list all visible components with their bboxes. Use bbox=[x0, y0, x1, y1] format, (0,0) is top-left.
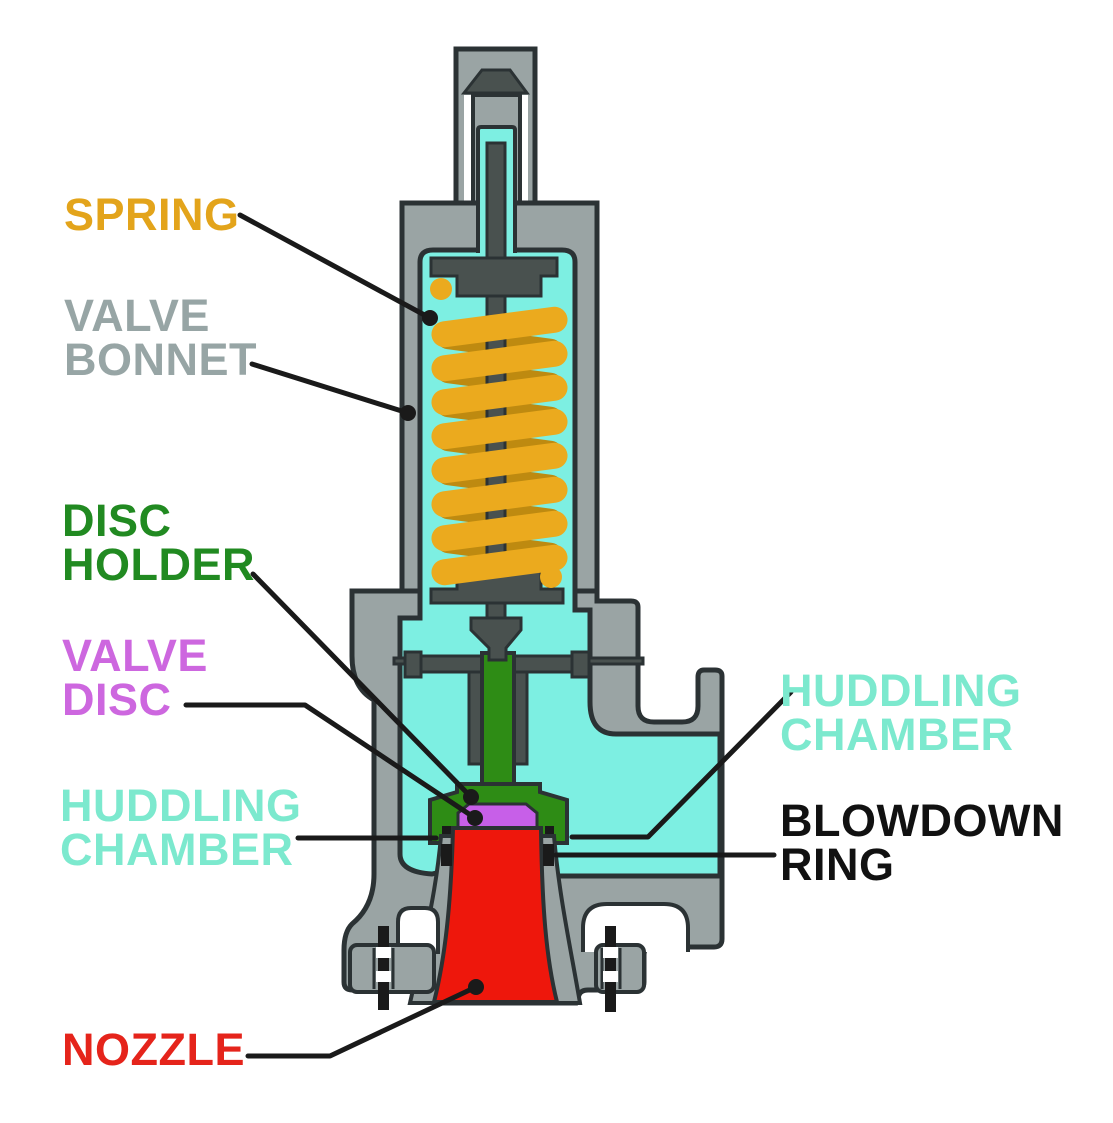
spring-top-plate bbox=[429, 256, 559, 298]
leader-valve-disc bbox=[183, 702, 478, 821]
bolt-gap bbox=[603, 971, 618, 982]
label-text: RING bbox=[780, 839, 895, 890]
leader-nozzle bbox=[245, 984, 479, 1059]
label-text: DISC bbox=[62, 495, 172, 546]
spring-front-coil bbox=[431, 306, 568, 348]
leader-spring bbox=[237, 212, 433, 321]
label-text: HOLDER bbox=[62, 539, 255, 590]
spring-front-coil bbox=[431, 544, 568, 586]
seat-notch-right bbox=[545, 826, 554, 835]
label-text: VALVE bbox=[64, 290, 210, 341]
leader-valve-bonnet bbox=[249, 361, 411, 416]
leader-disc-holder bbox=[250, 571, 474, 800]
valve-spindle bbox=[485, 141, 507, 622]
blowdown-ring-right bbox=[543, 844, 554, 866]
label-text: CHAMBER bbox=[60, 824, 294, 875]
disc-holder-stem bbox=[480, 651, 516, 793]
leader-huddling-right bbox=[569, 689, 794, 840]
lower-internals-group bbox=[348, 616, 690, 1012]
bolt-gap bbox=[376, 971, 391, 982]
guide-block-left bbox=[403, 650, 423, 679]
stud-bolt-right bbox=[603, 926, 618, 1012]
label-text: BONNET bbox=[64, 334, 257, 385]
leader-lines-group bbox=[183, 212, 794, 1059]
spring-front-coil bbox=[431, 476, 568, 518]
label-text: HUDDLING bbox=[60, 780, 302, 831]
nozzle-part bbox=[431, 826, 560, 1004]
spring-front-coils bbox=[431, 306, 568, 586]
spring-end-top bbox=[430, 278, 452, 300]
leader-dot-nozzle bbox=[468, 979, 484, 995]
label-text: HUDDLING bbox=[780, 665, 1022, 716]
leader-dot-spring bbox=[422, 310, 438, 326]
bolt-shaft bbox=[605, 926, 616, 1012]
spring-front-coil bbox=[431, 442, 568, 484]
guide-bar-left bbox=[419, 654, 485, 674]
label-spring: SPRING bbox=[64, 189, 240, 240]
stud-bolt-left bbox=[376, 926, 391, 1010]
label-text: DISC bbox=[62, 674, 172, 725]
bolt-shaft bbox=[378, 926, 389, 1010]
label-text: SPRING bbox=[64, 189, 240, 240]
spring-front-coil bbox=[431, 340, 568, 382]
leader-dot-valve-bonnet bbox=[400, 405, 416, 421]
guide-rod-right bbox=[587, 656, 645, 666]
spring-assembly-group bbox=[429, 141, 568, 622]
blowdown-ring-left bbox=[441, 844, 452, 866]
label-text: VALVE bbox=[62, 630, 208, 681]
seat-notch-left bbox=[442, 826, 451, 835]
spring-front-coil bbox=[431, 408, 568, 450]
label-text: NOZZLE bbox=[62, 1024, 245, 1075]
spring-front-coil bbox=[431, 510, 568, 552]
body-cut-left bbox=[396, 906, 440, 954]
spring-end-bottom bbox=[540, 566, 562, 588]
bolt-gap bbox=[376, 947, 391, 958]
label-text: BLOWDOWN bbox=[780, 795, 1064, 846]
label-nozzle: NOZZLE bbox=[62, 1024, 245, 1075]
bolt-gap bbox=[603, 947, 618, 958]
cap-slot-outline bbox=[476, 125, 517, 253]
spindle-tip-wedge bbox=[469, 616, 523, 662]
guide-block-right bbox=[570, 650, 591, 679]
leader-dot-disc-holder bbox=[463, 789, 479, 805]
label-text: CHAMBER bbox=[780, 709, 1014, 760]
guide-bar-right bbox=[511, 654, 576, 674]
spring-front-coil bbox=[431, 374, 568, 416]
leader-dot-valve-disc bbox=[467, 810, 483, 826]
